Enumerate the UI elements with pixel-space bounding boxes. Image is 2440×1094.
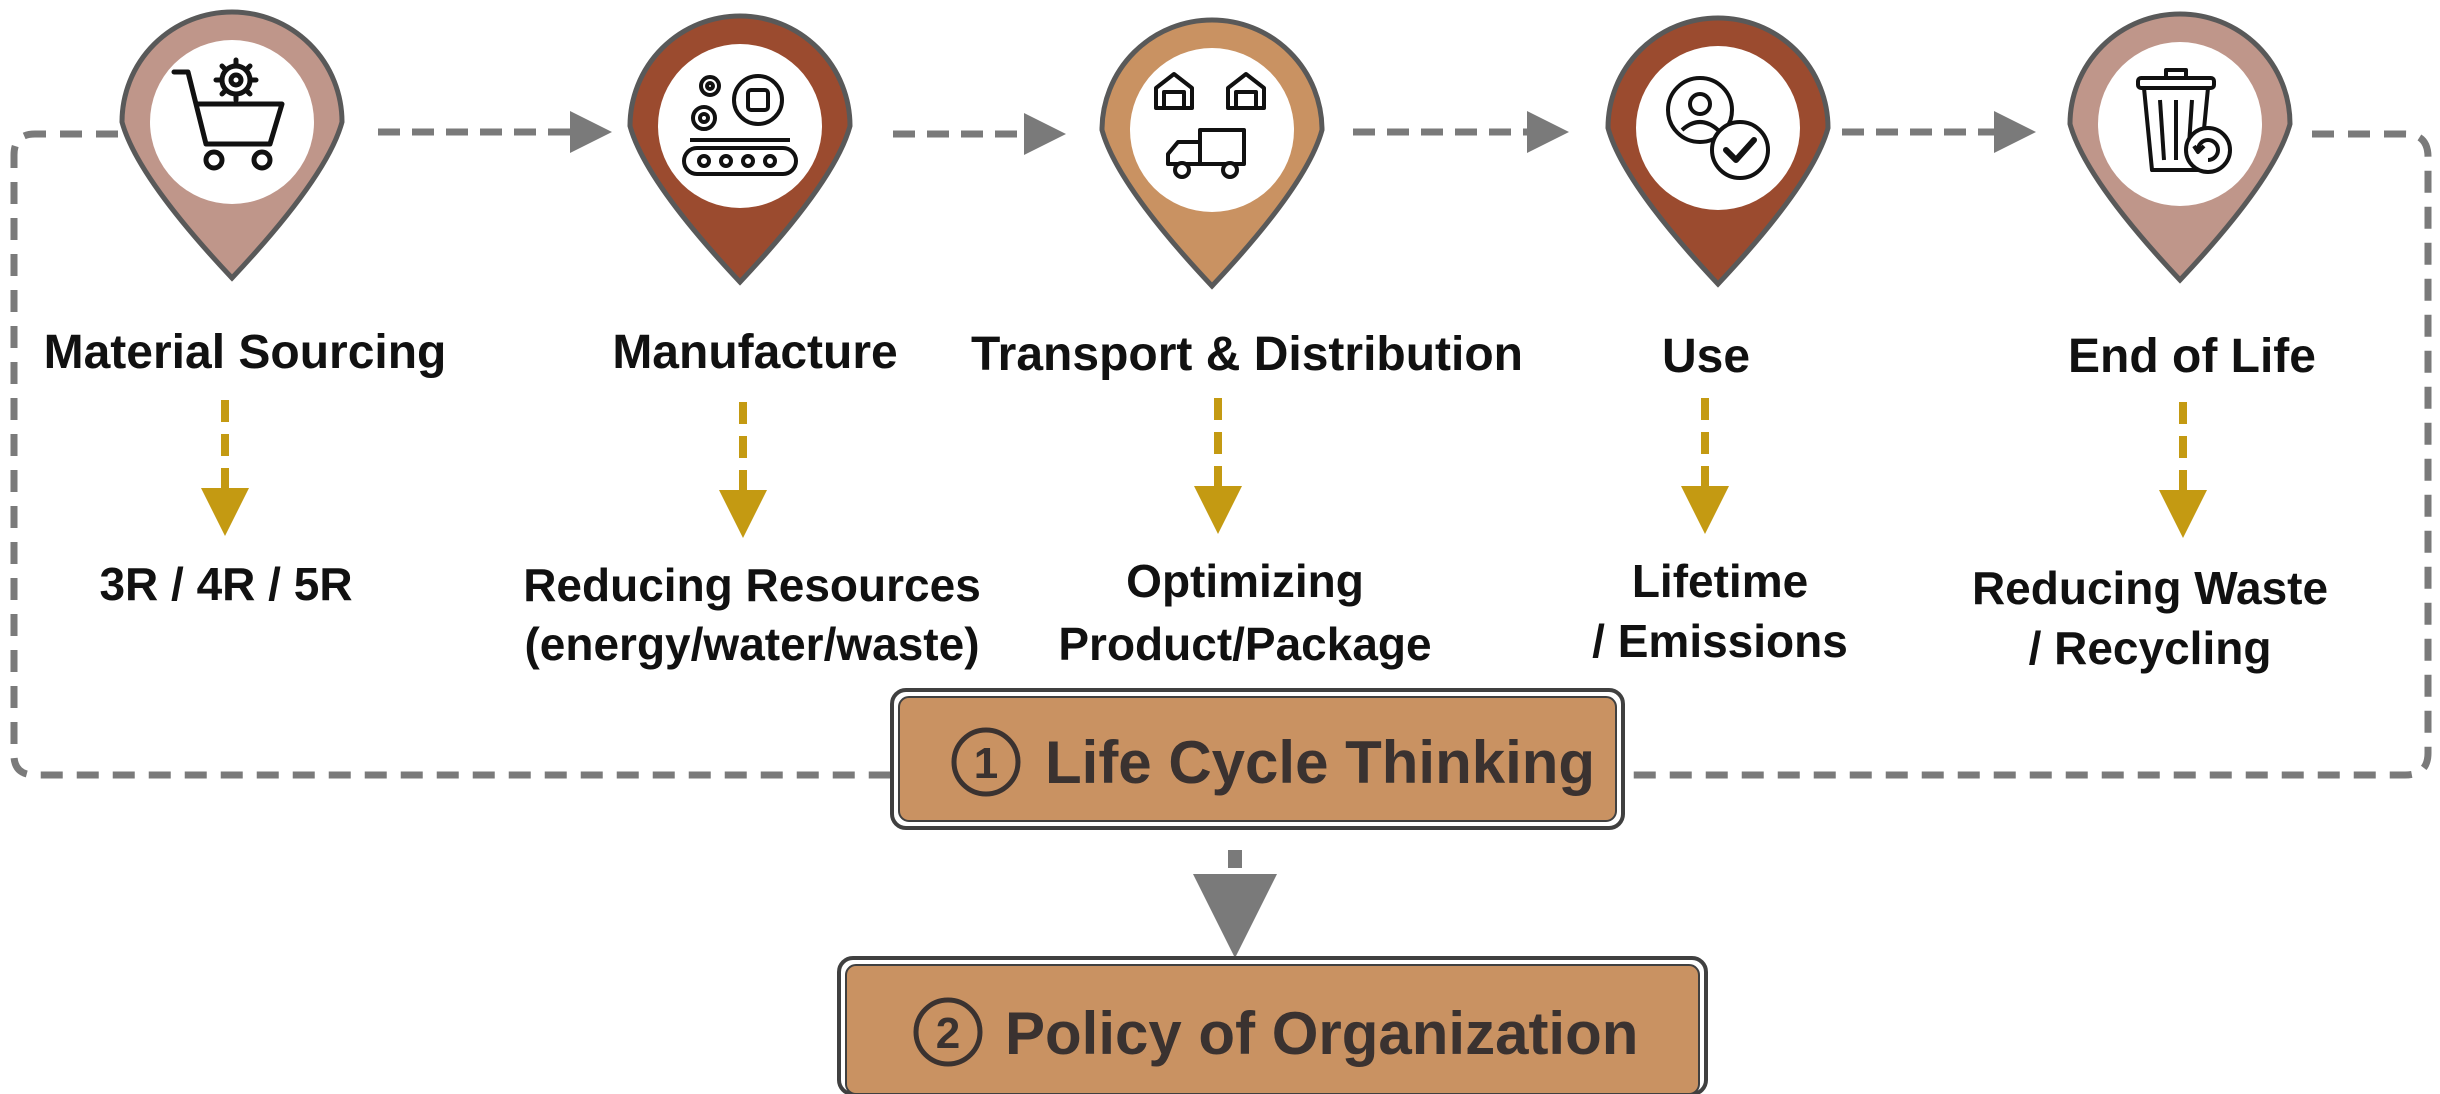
number-two-badge bbox=[913, 997, 983, 1067]
life-cycle-thinking-box: 1 Life Cycle Thinking bbox=[890, 688, 1625, 830]
life-cycle-thinking-label: Life Cycle Thinking bbox=[1045, 729, 1595, 796]
stage-desc-endoflife-line1: Reducing Waste bbox=[1972, 562, 2328, 614]
stage-desc-use-line2: / Emissions bbox=[1592, 615, 1848, 667]
loop-connector bbox=[10, 130, 2432, 779]
pin-icon-background bbox=[2098, 42, 2262, 206]
loop-left-segment bbox=[10, 130, 890, 779]
stage-desc-transport-line2: Product/Package bbox=[1058, 618, 1431, 670]
stage-title-manufacture: Manufacture bbox=[612, 326, 897, 379]
stage-desc-transport-line1: Optimizing bbox=[1126, 555, 1364, 607]
stage-titles: Material Sourcing Manufacture Transport … bbox=[44, 326, 2316, 383]
pin-end-of-life bbox=[2070, 14, 2290, 280]
stage-descriptions: 3R / 4R / 5R Reducing Resources (energy/… bbox=[99, 555, 2328, 674]
recycle-bin-icon bbox=[2136, 68, 2232, 174]
pin-use bbox=[1608, 18, 1828, 284]
warehouse-truck-icon bbox=[1154, 72, 1266, 179]
pin-transport-distribution bbox=[1102, 20, 1322, 286]
number-two-label: 2 bbox=[936, 1009, 960, 1058]
factory-conveyor-gears-icon bbox=[682, 74, 798, 176]
policy-of-organization-box: 2 Policy of Organization bbox=[837, 956, 1708, 1094]
pin-manufacture bbox=[630, 16, 850, 282]
stage-arrows bbox=[378, 111, 2036, 155]
shopping-cart-gear-icon bbox=[171, 57, 285, 171]
gold-arrows bbox=[201, 398, 2207, 538]
stage-desc-use-line1: Lifetime bbox=[1632, 555, 1808, 607]
stage-desc-endoflife-line2: / Recycling bbox=[2029, 622, 2272, 674]
user-check-icon bbox=[1666, 76, 1770, 180]
pin-icon-background bbox=[658, 44, 822, 208]
pin-material-sourcing bbox=[122, 12, 342, 278]
stage-desc-material-sourcing-line1: 3R / 4R / 5R bbox=[99, 558, 352, 610]
stage-pins bbox=[122, 12, 2290, 286]
stage-title-material-sourcing: Material Sourcing bbox=[44, 326, 447, 379]
stage-desc-manufacture-line2: (energy/water/waste) bbox=[524, 618, 979, 670]
stage-title-use: Use bbox=[1662, 330, 1750, 383]
policy-of-organization-label: Policy of Organization bbox=[1005, 1000, 1638, 1067]
stage-title-transport-distribution: Transport & Distribution bbox=[971, 328, 1523, 381]
stage-title-end-of-life: End of Life bbox=[2068, 330, 2316, 383]
number-one-badge bbox=[951, 727, 1021, 797]
stage-desc-manufacture-line1: Reducing Resources bbox=[523, 559, 981, 611]
number-one-label: 1 bbox=[974, 739, 998, 788]
